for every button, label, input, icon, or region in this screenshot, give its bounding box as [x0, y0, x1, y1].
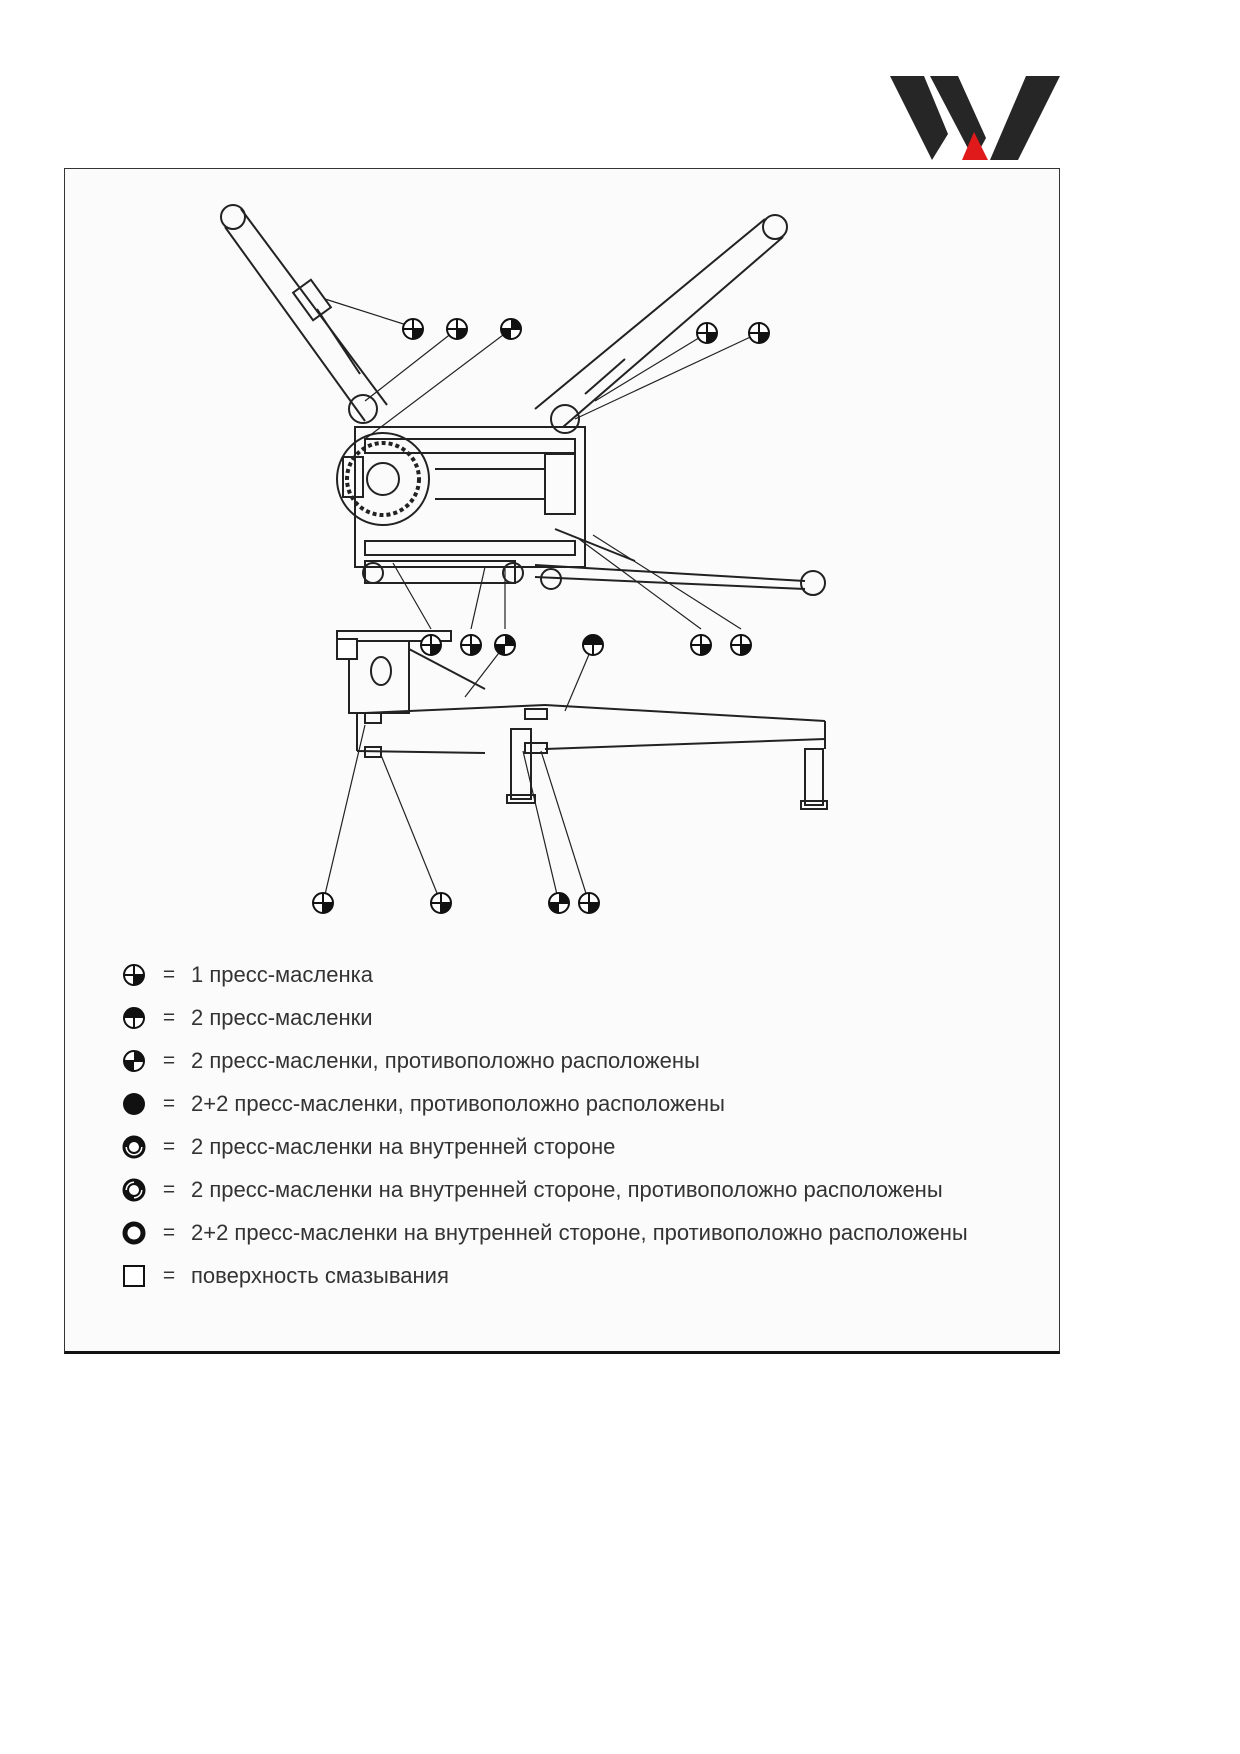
legend-item: = поверхность смазывания: [121, 1254, 1041, 1297]
legend-eq: =: [162, 1177, 176, 1201]
legend-eq: =: [162, 1005, 176, 1029]
legend-item: = 2 пресс-масленки на внутренней стороне…: [121, 1168, 1041, 1211]
fitting-two-inner-opposite-icon: [122, 1178, 146, 1201]
legend-item: = 2+2 пресс-масленки, противоположно рас…: [121, 1082, 1041, 1125]
legend-eq: =: [162, 1263, 176, 1287]
legend-text: 2 пресс-масленки: [191, 1004, 373, 1030]
legend-item: = 1 пресс-масленка: [121, 953, 1041, 996]
fitting-two-opposite-icon: [123, 1049, 145, 1072]
lubrication-chart-frame: = 1 пресс-масленка = 2 пресс-масленки = …: [64, 168, 1060, 1354]
legend-text: 2 пресс-масленки, противоположно располо…: [191, 1047, 700, 1073]
legend-text: 1 пресс-масленка: [191, 961, 373, 987]
legend-eq: =: [162, 1134, 176, 1158]
lower-outrigger: [362, 528, 826, 596]
w-logo: [890, 76, 1060, 160]
side-view: [336, 630, 828, 810]
logo-right-stroke: [990, 76, 1060, 160]
legend-item: = 2 пресс-масленки, противоположно распо…: [121, 1039, 1041, 1082]
fitting-two-icon: [123, 1006, 145, 1029]
leader-lines: [322, 298, 760, 904]
fitting-four-inner-opposite-icon: [122, 1221, 146, 1244]
legend-text: 2+2 пресс-масленки, противоположно распо…: [191, 1090, 725, 1116]
legend-item: = 2 пресс-масленки: [121, 996, 1041, 1039]
logo-left-stroke: [890, 76, 948, 160]
legend-eq: =: [162, 962, 176, 986]
legend-text: 2 пресс-масленки на внутренней стороне, …: [191, 1176, 943, 1202]
symbol-legend: = 1 пресс-масленка = 2 пресс-масленки = …: [121, 953, 1041, 1297]
left-boom: [220, 204, 388, 424]
fitting-one-icon: [123, 963, 145, 986]
right-boom: [534, 214, 788, 434]
legend-eq: =: [162, 1091, 176, 1115]
fitting-four-opposite-icon: [123, 1092, 145, 1115]
legend-text: 2 пресс-масленки на внутренней стороне: [191, 1133, 616, 1159]
legend-item: = 2 пресс-масленки на внутренней стороне: [121, 1125, 1041, 1168]
crane-lubrication-drawing: [220, 204, 828, 914]
main-body: [336, 426, 586, 568]
legend-text: поверхность смазывания: [191, 1262, 449, 1288]
legend-eq: =: [162, 1048, 176, 1072]
legend-item: = 2+2 пресс-масленки на внутренней сторо…: [121, 1211, 1041, 1254]
logo-accent-triangle: [962, 132, 988, 160]
legend-eq: =: [162, 1220, 176, 1244]
legend-text: 2+2 пресс-масленки на внутренней стороне…: [191, 1219, 968, 1245]
surface-marker: [336, 638, 358, 660]
fitting-two-inner-icon: [122, 1135, 146, 1158]
drawing-symbols: [312, 318, 770, 914]
lubrication-surface-icon: [123, 1264, 145, 1287]
